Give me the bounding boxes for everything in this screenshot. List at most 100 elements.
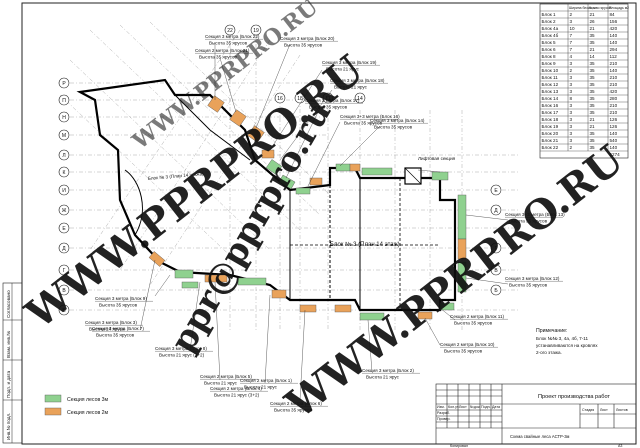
axis-bubble <box>58 77 70 89</box>
spec-cell: 7 <box>570 33 573 38</box>
spec-cell: 140 <box>610 33 618 38</box>
spec-cell: 3 <box>570 82 573 87</box>
spec-cell: 26 <box>590 19 596 24</box>
spec-cell: 540 <box>610 138 618 143</box>
spec-header: Площадь м2 <box>609 6 629 10</box>
axis-bubble <box>490 264 502 276</box>
callout: Секция 3 метра (Блок 7)Высота 35 ярусов <box>92 326 150 338</box>
spec-cell: 21 <box>590 124 596 129</box>
axis-label: К <box>63 170 66 176</box>
axis-label: Р <box>62 81 66 87</box>
axis-bubble <box>58 149 70 161</box>
lift-section-label: Лифтовая секция <box>418 156 456 161</box>
axis-bubble <box>58 184 70 196</box>
callout-sub: Высота 35 ярусов <box>99 303 138 308</box>
spec-cell: Блок 9 <box>542 61 557 66</box>
callout: Секция 3+3 метра (Блок 13)Высота 35 ярус… <box>505 212 565 224</box>
leader-lines <box>139 43 509 401</box>
spec-cell: 84 <box>610 12 616 17</box>
callout: Секция 3 метра (Блок 3)Высота 24 яруса <box>85 320 143 332</box>
axis-label: В <box>494 268 498 274</box>
title-block <box>435 383 637 445</box>
callout-sub: Высота 21 ярус (3+2) <box>214 393 260 398</box>
axis-label: И <box>62 188 66 194</box>
spec-cell: 35 <box>590 75 596 80</box>
callout-title: Секция 3 метра (Блок 19) <box>322 60 377 65</box>
spec-cell: Блок 18 <box>542 117 559 122</box>
tb-role: Разраб. <box>437 411 450 415</box>
axis-label: Г <box>495 246 498 252</box>
callout-sub: Высота 35 ярусов <box>509 219 548 224</box>
callout: Секция 3 метра (Блок 18) Высота 21 ярус <box>330 78 388 90</box>
spec-cell: 35 <box>590 131 596 136</box>
building-outline <box>76 78 457 312</box>
tb-stage: Стадия <box>582 408 594 412</box>
spec-cell: 210 <box>610 82 618 87</box>
scaffold-sections <box>148 95 467 321</box>
axis-label: Е <box>494 188 498 194</box>
callout-title: Секция 3 метра (Блок 8) <box>155 346 207 351</box>
side-stamp: Инв.№ подл. Подп. и дата Взам. инв.№ Сог… <box>2 282 23 444</box>
axis-bubble <box>490 184 502 196</box>
spec-cell: 140 <box>610 68 618 73</box>
callout-sub: Высота 21 ярус <box>366 375 400 380</box>
spec-cell: 2 <box>570 145 573 150</box>
spec-cell: 35 <box>590 103 596 108</box>
tb-role: Провер. <box>437 417 450 421</box>
tb-col: Лист <box>459 405 467 409</box>
axis-bubble <box>58 94 70 106</box>
axis-label: Н <box>62 115 66 121</box>
callout-title: Секция 3 метра (Блок 20) <box>280 36 335 41</box>
axis-bubble <box>58 304 70 316</box>
axis-label: Г <box>63 268 66 274</box>
callout-title: Секция 3 метра (Блок 18) <box>330 78 385 83</box>
callout-title: Секция 2 метра (Блок 21) <box>195 48 250 53</box>
project-title: Проект производства работ <box>538 394 610 400</box>
spec-cell: 3 <box>570 110 573 115</box>
axis-bubble <box>490 284 502 296</box>
spec-cell: 3 <box>570 61 573 66</box>
spec-cell: 35 <box>590 82 596 87</box>
callout-title: Секция 2 метра (Блок 17) <box>305 98 360 103</box>
axis-bubble <box>354 92 366 104</box>
side-stamp-text: Согласовано <box>6 290 11 318</box>
axis-bubble <box>58 242 70 254</box>
legend-swatch-2m <box>44 407 62 416</box>
axis-bubble <box>58 222 70 234</box>
callout-title: Секция 2 метра (Блок 11) <box>450 314 505 319</box>
spec-cell: Блок 8 <box>542 54 557 59</box>
spec-cell: 294 <box>610 47 618 52</box>
axis-grid <box>59 21 520 330</box>
side-stamp-text: Инв.№ подл. <box>6 413 11 440</box>
callout-sub: Высота 21 ярус <box>334 85 368 90</box>
tb-sheet: Лист <box>600 408 608 412</box>
tb-format: А3 <box>618 444 622 448</box>
side-stamp-text: Взам. инв.№ <box>6 331 11 358</box>
spec-cell: 35 <box>590 138 596 143</box>
callout-sub: Высота 21 ярус <box>326 67 360 72</box>
axis-bubble <box>274 92 286 104</box>
callout: Секция 3 метра (Блок 9)Высота 35 ярусов <box>95 296 153 308</box>
note-line: Блок №№ 3, 4а, 4б, 7-11 <box>536 336 588 341</box>
callout-title: Секция 3 метра (Блок 12) <box>505 276 560 281</box>
spec-cell: 21 <box>590 26 596 31</box>
axis-bubble <box>224 24 236 36</box>
spec-cell: 280 <box>610 96 618 101</box>
callout-sub: Высота 21 ярус <box>244 385 278 390</box>
spec-cell: 21 <box>590 12 596 17</box>
spec-cell: 3 <box>570 124 573 129</box>
tb-col: Изм. <box>437 405 445 409</box>
callout-sub: Высота 35 ярусов <box>284 43 323 48</box>
callout-sub: Высота 35 ярусов <box>309 105 348 110</box>
spec-cell: 210 <box>610 110 618 115</box>
callout: Секция 2 метра (Блок 17) Высота 35 ярусов <box>305 98 363 110</box>
spec-cell: 3 <box>570 19 573 24</box>
axis-bubble <box>490 204 502 216</box>
spec-cell: Блок 14 <box>542 96 559 101</box>
axis-bubble <box>58 204 70 216</box>
spec-cell: 14 <box>590 54 596 59</box>
callout-title: Секция 2 метра (Блок 1) <box>240 378 292 383</box>
axis-label: Б <box>494 288 498 294</box>
callout-title: Секция 3 метра (Блок 7) <box>92 326 144 331</box>
